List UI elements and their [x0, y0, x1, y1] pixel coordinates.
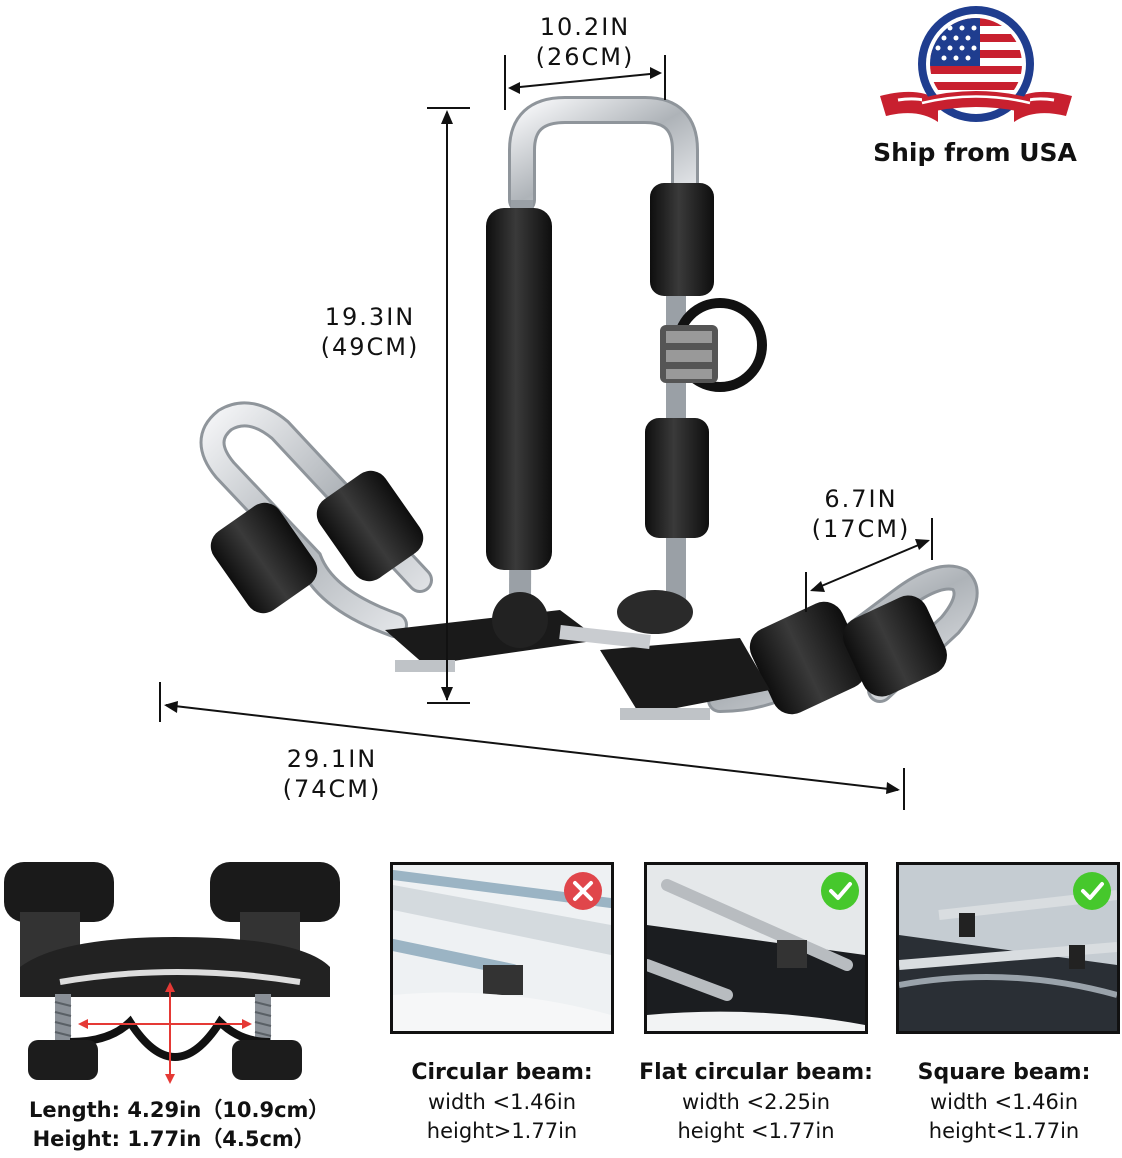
dimension-arm-width — [805, 518, 933, 612]
top-width-in: 10.2IN — [539, 13, 631, 41]
clamp-length-value: 4.29in（10.9cm） — [127, 1098, 330, 1122]
beam-caption-square: Square beam: width <1.46in height<1.77in — [886, 1058, 1122, 1146]
beam-caption-circular: Circular beam: width <1.46in height>1.77… — [380, 1058, 624, 1146]
beam-panel-square — [896, 862, 1120, 1034]
clamp-height-value: 1.77in（4.5cm） — [127, 1127, 315, 1151]
dimension-total-length — [159, 682, 905, 810]
arm-width-label: 6.7IN (17CM) — [796, 484, 926, 544]
total-length-cm: (74CM) — [282, 775, 382, 803]
beam-width: width <1.46in — [427, 1090, 577, 1114]
beam-title: Square beam: — [917, 1060, 1091, 1085]
height-cm: (49CM) — [320, 333, 420, 361]
arm-width-cm: (17CM) — [811, 515, 911, 543]
right-j-arm — [707, 564, 979, 715]
top-width-cm: (26CM) — [535, 43, 635, 71]
height-in: 19.3IN — [324, 303, 416, 331]
beam-height: height <1.77in — [677, 1119, 835, 1143]
dimension-height — [427, 107, 470, 704]
flat-circular-beam-image — [647, 865, 865, 1031]
left-vertical-foam-pad — [486, 208, 552, 570]
height-label: 19.3IN (49CM) — [305, 302, 435, 362]
total-length-label: 29.1IN (74CM) — [262, 744, 402, 804]
left-j-arm — [199, 401, 433, 638]
top-width-label: 10.2IN (26CM) — [520, 12, 650, 72]
us-flag-seal-icon — [880, 6, 1072, 122]
clamp-height-label: Height: — [32, 1127, 120, 1151]
beam-panel-circular — [390, 862, 614, 1034]
kayak-rack-illustration — [159, 55, 979, 810]
check-icon — [821, 872, 859, 910]
beam-caption-flat-circular: Flat circular beam: width <2.25in height… — [632, 1058, 880, 1146]
clamp-length-row: Length: 4.29in（10.9cm） — [10, 1096, 360, 1125]
clamp-specs: Length: 4.29in（10.9cm） Height: 1.77in（4.… — [10, 1096, 360, 1154]
beam-height: height<1.77in — [928, 1119, 1080, 1143]
clamp-length-label: Length: — [29, 1098, 120, 1122]
arm-width-in: 6.7IN — [824, 485, 898, 513]
beam-title: Circular beam: — [411, 1060, 593, 1085]
ship-from-usa-text: Ship from USA — [873, 138, 1077, 167]
dimension-top-width — [504, 55, 666, 110]
circular-beam-image — [393, 865, 611, 1031]
right-lower-foam-pad — [645, 418, 709, 538]
beam-width: width <2.25in — [681, 1090, 831, 1114]
right-upper-foam-pad — [650, 183, 714, 296]
clamp-closeup-image — [0, 862, 346, 1094]
clamp-height-row: Height: 1.77in（4.5cm） — [10, 1125, 360, 1154]
strap-buckle — [660, 298, 767, 392]
square-beam-image — [899, 865, 1117, 1031]
beam-width: width <1.46in — [929, 1090, 1079, 1114]
beam-title: Flat circular beam: — [639, 1060, 873, 1085]
check-icon — [1073, 872, 1111, 910]
total-length-in: 29.1IN — [286, 745, 378, 773]
beam-panel-flat-circular — [644, 862, 868, 1034]
base-plates — [385, 590, 770, 720]
beam-height: height>1.77in — [426, 1119, 578, 1143]
